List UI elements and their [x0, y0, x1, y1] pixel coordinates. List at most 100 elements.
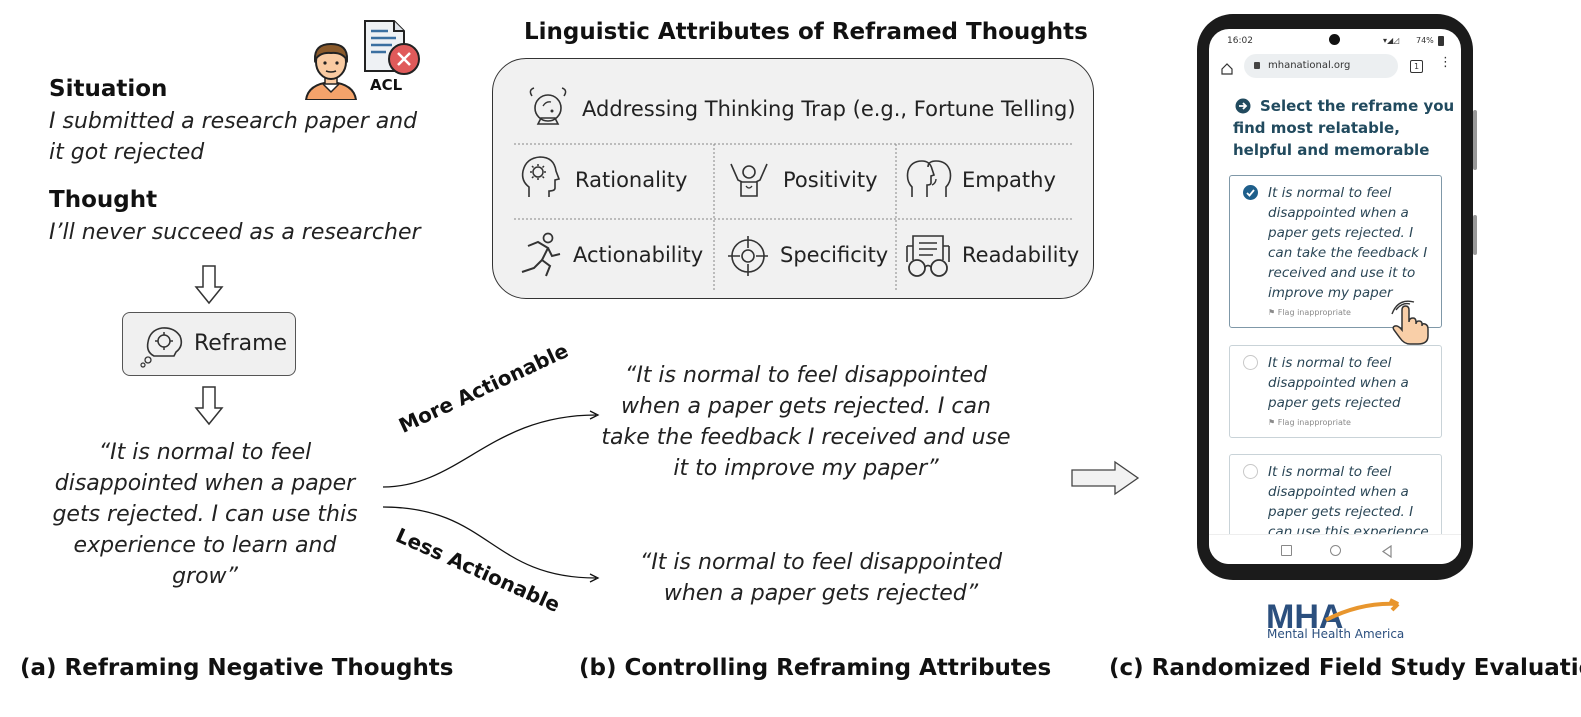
- flag-icon: ⚑: [1268, 418, 1278, 427]
- attribute-thinking-trap: Addressing Thinking Trap (e.g., Fortune …: [582, 97, 1076, 121]
- prompt-line: find most relatable,: [1233, 119, 1400, 137]
- option-line: It is normal to feel: [1268, 185, 1392, 201]
- tab-count-icon[interactable]: 1: [1410, 60, 1423, 73]
- battery-icon: [1438, 36, 1444, 46]
- option-line: disappointed when a: [1268, 484, 1409, 500]
- two-heads-icon: [906, 157, 952, 205]
- reframe-box: [122, 312, 296, 376]
- reframe-label: Reframe: [194, 331, 288, 356]
- less-actionable-quote: “It is normal to feel disappointed when …: [606, 547, 1036, 609]
- option-line: received and use it to: [1268, 265, 1416, 281]
- quote-line: grow”: [172, 564, 238, 589]
- option-line: paper gets rejected. I: [1268, 225, 1414, 241]
- phone-side-button: [1473, 110, 1477, 170]
- tapping-hand-icon: [1388, 300, 1430, 350]
- url-text: mhanational.org: [1268, 60, 1351, 71]
- quote-line: disappointed when a paper: [54, 471, 356, 496]
- option-line: It is normal to feel: [1268, 355, 1392, 371]
- attribute-label: Rationality: [575, 168, 688, 192]
- quote-line: experience to learn and: [73, 533, 337, 558]
- quote-line: it to improve my paper”: [673, 456, 939, 481]
- thought-label: Thought: [49, 187, 158, 213]
- mha-logo-graphic: MHA: [1266, 598, 1400, 636]
- phone-side-button: [1473, 215, 1477, 255]
- person-icon: [300, 40, 362, 101]
- quote-line: when a paper gets rejected. I can: [621, 394, 991, 419]
- reframe-option[interactable]: It is normal to feel disappointed when a…: [1229, 175, 1442, 328]
- situation-text-line-2: it got rejected: [49, 140, 205, 165]
- caption-c: (c) Randomized Field Study Evaluation: [1109, 655, 1581, 681]
- mha-logo: MHA: [1266, 598, 1406, 646]
- attribute-label: Readability: [962, 243, 1080, 267]
- acl-label: ACL: [370, 76, 403, 94]
- android-nav-bar: [1209, 534, 1461, 564]
- quote-line: “It is normal to feel disappointed: [639, 550, 1003, 575]
- radio-checked-icon[interactable]: [1243, 185, 1258, 200]
- down-arrow-icon: [194, 265, 224, 309]
- option-line: paper gets rejected: [1268, 395, 1401, 411]
- camera-notch: [1329, 34, 1340, 45]
- situation-text-line-1: I submitted a research paper and: [49, 109, 418, 134]
- home-circle-icon[interactable]: [1330, 545, 1341, 556]
- caption-a: (a) Reframing Negative Thoughts: [20, 655, 454, 681]
- recents-icon[interactable]: [1281, 545, 1292, 556]
- cheering-person-icon: [728, 160, 770, 204]
- option-line: improve my paper: [1268, 285, 1393, 301]
- signal-icons: ▾◢◿: [1383, 36, 1400, 45]
- branch-curves: [382, 410, 600, 583]
- quote-line: take the feedback I received and use: [601, 425, 1011, 450]
- running-person-icon: [518, 232, 562, 282]
- flag-icon: ⚑: [1268, 308, 1278, 317]
- attributes-grid-lines: [514, 143, 1072, 290]
- flag-label: Flag inappropriate: [1277, 418, 1351, 427]
- quote-line: “It is normal to feel disappointed: [624, 363, 988, 388]
- attribute-label: Actionability: [573, 243, 704, 267]
- reframe-option[interactable]: It is normal to feel disappointed when a…: [1229, 454, 1442, 544]
- attribute-label: Empathy: [962, 168, 1056, 192]
- address-bar[interactable]: mhanational.org: [1244, 54, 1398, 78]
- option-line: It is normal to feel: [1268, 464, 1392, 480]
- battery-percent: 74%: [1416, 36, 1434, 45]
- quote-line: when a paper gets rejected”: [663, 581, 979, 606]
- more-actionable-quote: “It is normal to feel disappointed when …: [586, 360, 1026, 484]
- down-arrow-icon: [194, 386, 224, 430]
- more-options-icon[interactable]: ⋮: [1439, 55, 1452, 70]
- quote-line: “It is normal to feel: [98, 440, 312, 465]
- right-arrow-icon: [1071, 460, 1141, 500]
- option-text: It is normal to feel disappointed when a…: [1268, 353, 1438, 413]
- status-time: 16:02: [1227, 36, 1253, 46]
- lock-icon: [1254, 62, 1260, 69]
- caption-b: (b) Controlling Reframing Attributes: [579, 655, 1052, 681]
- attributes-title: Linguistic Attributes of Reframed Though…: [524, 19, 1088, 45]
- situation-label: Situation: [49, 76, 168, 102]
- flag-label: Flag inappropriate: [1277, 308, 1351, 317]
- prompt-line: Select the reframe you: [1260, 97, 1455, 115]
- flag-inappropriate-link[interactable]: ⚑ Flag inappropriate: [1268, 308, 1351, 317]
- thinking-head-icon: [140, 322, 186, 372]
- mha-logo-subtitle: Mental Health America: [1267, 627, 1405, 641]
- reframe-option[interactable]: It is normal to feel disappointed when a…: [1229, 345, 1442, 438]
- back-icon[interactable]: [1381, 543, 1393, 562]
- arrow-circle-icon: [1235, 98, 1251, 118]
- flag-inappropriate-link[interactable]: ⚑ Flag inappropriate: [1268, 418, 1351, 427]
- target-icon: [727, 235, 769, 281]
- thought-text: I’ll never succeed as a researcher: [49, 220, 421, 245]
- option-line: can take the feedback I: [1268, 245, 1428, 261]
- quote-line: gets rejected. I can use this: [52, 502, 358, 527]
- option-line: paper gets rejected. I: [1268, 504, 1414, 520]
- home-icon[interactable]: [1221, 60, 1233, 79]
- crystal-ball-icon: [524, 86, 572, 136]
- reframe-prompt: Select the reframe you find most relatab…: [1233, 95, 1458, 161]
- attributes-box: [492, 58, 1094, 299]
- option-line: disappointed when a: [1268, 205, 1409, 221]
- option-line: disappointed when a: [1268, 375, 1409, 391]
- reframed-thought-quote: “It is normal to feel disappointed when …: [40, 437, 370, 592]
- rejected-paper-icon: [362, 19, 422, 77]
- attribute-label: Positivity: [783, 168, 878, 192]
- head-gear-icon: [519, 155, 561, 203]
- prompt-line: helpful and memorable: [1233, 141, 1430, 159]
- phone-screen: 16:02 ▾◢◿ 74% mhanational.org 1 ⋮ Select…: [1209, 29, 1461, 564]
- attribute-label: Specificity: [780, 243, 889, 267]
- radio-unchecked-icon[interactable]: [1243, 464, 1258, 479]
- radio-unchecked-icon[interactable]: [1243, 355, 1258, 370]
